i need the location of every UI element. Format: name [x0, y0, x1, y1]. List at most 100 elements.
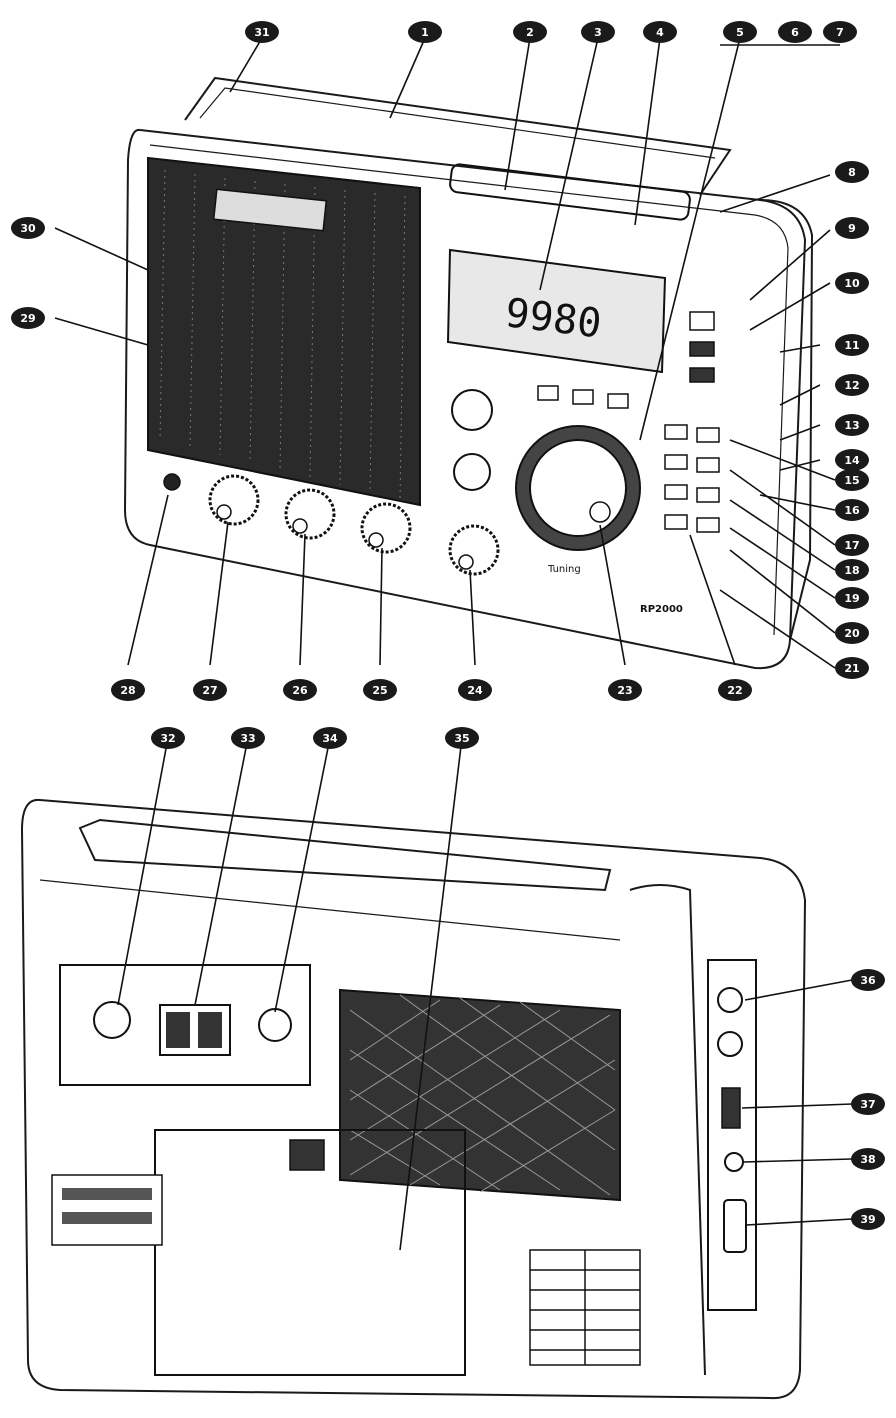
rear-label-sticker	[51, 1174, 163, 1246]
callout-number: 1	[421, 26, 429, 39]
callout-badge	[835, 499, 869, 521]
callout-number: 25	[372, 684, 387, 697]
callout-9: 9	[835, 217, 869, 239]
callout-34: 34	[313, 727, 347, 749]
callout-badge	[835, 414, 869, 436]
callout-number: 32	[160, 732, 175, 745]
callout-badge	[718, 679, 752, 701]
callout-15: 15	[835, 469, 869, 491]
callout-35: 35	[445, 727, 479, 749]
brand-badge	[212, 188, 328, 232]
rear-view	[20, 798, 807, 1400]
bass-knob[interactable]	[360, 502, 412, 554]
callout-badge	[778, 21, 812, 43]
callout-2: 2	[513, 21, 547, 43]
preset-button-2[interactable]	[572, 389, 594, 405]
mode-selector-knob[interactable]	[453, 453, 491, 491]
callout-39: 39	[851, 1208, 885, 1230]
callout-number: 17	[844, 539, 859, 552]
callout-24: 24	[458, 679, 492, 701]
keypad-key[interactable]	[696, 427, 720, 443]
callout-number: 20	[844, 627, 860, 640]
lcd-button-top[interactable]	[689, 311, 715, 331]
callout-number: 33	[240, 732, 255, 745]
callout-6: 6	[778, 21, 812, 43]
callout-25: 25	[363, 679, 397, 701]
callout-badge	[851, 1208, 885, 1230]
keypad-key[interactable]	[696, 517, 720, 533]
callout-29: 29	[11, 307, 45, 329]
callout-badge	[231, 727, 265, 749]
callout-37: 37	[851, 1093, 885, 1115]
callout-10: 10	[835, 272, 869, 294]
keypad-key[interactable]	[664, 424, 688, 440]
callout-number: 21	[844, 662, 859, 675]
callout-32: 32	[151, 727, 185, 749]
side-dc-jack[interactable]	[724, 1152, 744, 1172]
callout-number: 4	[656, 26, 664, 39]
battery-cover	[154, 1129, 466, 1376]
external-antenna-jack[interactable]	[93, 1001, 131, 1039]
rf-gain-knob[interactable]	[448, 524, 500, 576]
callout-number: 36	[860, 974, 876, 987]
callout-badge	[835, 559, 869, 581]
callout-badge	[111, 679, 145, 701]
callout-number: 16	[844, 504, 860, 517]
callout-number: 12	[844, 379, 859, 392]
side-jack-lower[interactable]	[717, 1031, 743, 1057]
callout-number: 18	[844, 564, 859, 577]
preset-button-3[interactable]	[607, 393, 629, 409]
bottom-knobs	[208, 474, 500, 576]
callout-badge	[408, 21, 442, 43]
callout-number: 26	[292, 684, 308, 697]
callout-number: 5	[736, 26, 744, 39]
side-power-switch[interactable]	[723, 1199, 747, 1253]
callout-number: 8	[848, 166, 856, 179]
band-selector-knob[interactable]	[451, 389, 493, 431]
callout-18: 18	[835, 559, 869, 581]
tuning-dial[interactable]	[515, 425, 641, 551]
callout-badge	[835, 272, 869, 294]
keypad-key[interactable]	[664, 514, 688, 530]
callout-badge	[581, 21, 615, 43]
callout-badge	[193, 679, 227, 701]
side-usb-port[interactable]	[721, 1087, 741, 1129]
side-jack-upper[interactable]	[717, 987, 743, 1013]
keypad-key[interactable]	[664, 454, 688, 470]
callout-17: 17	[835, 534, 869, 556]
battery-cover-latch[interactable]	[289, 1139, 325, 1171]
keypad-key[interactable]	[664, 484, 688, 500]
front-speaker-grille	[147, 156, 421, 507]
callout-3: 3	[581, 21, 615, 43]
headphone-jack[interactable]	[163, 473, 181, 491]
keypad-key[interactable]	[696, 487, 720, 503]
callout-badge	[445, 727, 479, 749]
volume-knob[interactable]	[208, 474, 260, 526]
callout-badge	[458, 679, 492, 701]
callout-number: 22	[727, 684, 742, 697]
rear-vent	[529, 1249, 641, 1366]
callout-28: 28	[111, 679, 145, 701]
callout-number: 13	[844, 419, 859, 432]
callout-badge	[313, 727, 347, 749]
lcd-button-mid[interactable]	[689, 341, 715, 357]
keypad-key[interactable]	[696, 457, 720, 473]
top-slot	[449, 163, 691, 221]
callout-33: 33	[231, 727, 265, 749]
callout-badge	[835, 374, 869, 396]
callout-number: 23	[617, 684, 632, 697]
callout-badge	[823, 21, 857, 43]
preset-button-1[interactable]	[537, 385, 559, 401]
rear-knob[interactable]	[258, 1008, 292, 1042]
treble-knob[interactable]	[284, 488, 336, 540]
callout-number: 3	[594, 26, 602, 39]
callout-31: 31	[245, 21, 279, 43]
callout-badge	[835, 161, 869, 183]
callout-badge	[835, 534, 869, 556]
lcd-window	[446, 248, 667, 374]
callout-badge	[835, 217, 869, 239]
callout-12: 12	[835, 374, 869, 396]
tuning-label: Tuning	[547, 564, 581, 575]
lcd-button-bottom[interactable]	[689, 367, 715, 383]
